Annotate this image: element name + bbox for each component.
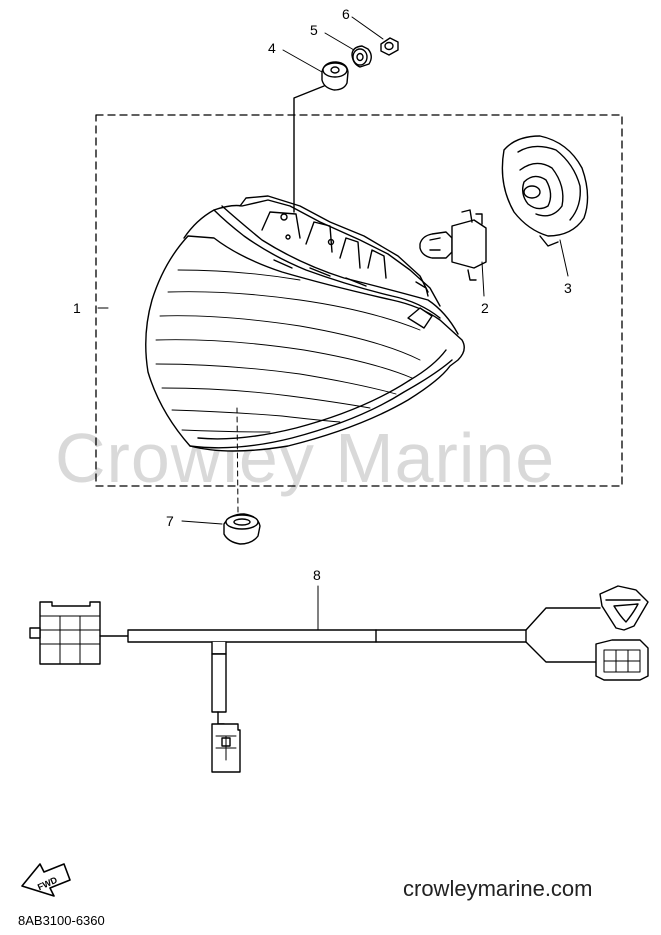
leader-lines [97, 16, 569, 631]
callout-5: 5 [310, 22, 318, 38]
part-5-collar[interactable] [351, 45, 372, 68]
callout-6: 6 [342, 6, 350, 22]
callout-1: 1 [73, 300, 81, 316]
callout-2: 2 [481, 300, 489, 316]
part-2-bulb[interactable] [419, 209, 487, 281]
part-6-nut[interactable] [380, 37, 399, 56]
part-3-socket-cover[interactable] [501, 135, 589, 247]
assembly-boundary [95, 114, 623, 487]
part-1-headlight-assembly[interactable] [145, 195, 465, 452]
fwd-arrow-icon: FWD [21, 863, 71, 897]
leader-mount [293, 85, 325, 213]
part-7-rubber-plug[interactable] [223, 513, 261, 545]
part-4-grommet[interactable] [321, 61, 349, 91]
callout-labels: 1 2 3 4 5 6 7 8 [73, 6, 572, 583]
callout-3: 3 [564, 280, 572, 296]
callout-8: 8 [313, 567, 321, 583]
callout-7: 7 [166, 513, 174, 529]
part-8-wire-harness[interactable] [29, 585, 649, 773]
website-text: crowleymarine.com [403, 876, 593, 901]
callout-4: 4 [268, 40, 276, 56]
diagram-code: 8AB3100-6360 [18, 913, 105, 928]
